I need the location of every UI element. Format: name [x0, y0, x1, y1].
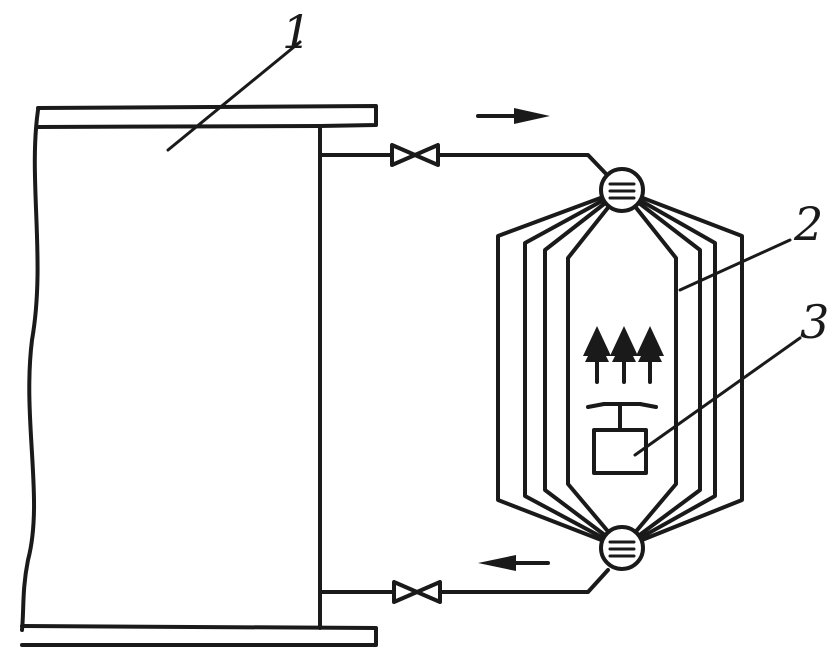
fin-tree-icons: [583, 326, 664, 384]
leader-lines: [166, 40, 802, 457]
fan-icon: [586, 402, 658, 475]
tank-bottom-flange: [20, 624, 378, 647]
return-pipe: [318, 555, 610, 604]
return-pipe-line: [318, 568, 610, 594]
radiator-loop-outer: [496, 188, 744, 550]
return-valve-icon: [392, 580, 442, 604]
supply-valve-icon: [390, 143, 440, 167]
bottom-header-icon: [599, 525, 645, 571]
tank-top-flange: [36, 104, 378, 129]
top-header-icon: [599, 167, 645, 213]
supply-flow-arrow-icon: [476, 108, 550, 124]
supply-pipe-line: [318, 153, 612, 180]
leader-line-3: [633, 336, 802, 457]
callout-2-label: 2: [793, 197, 823, 251]
fin-tree-icon: [610, 326, 638, 384]
supply-pipe: [318, 108, 612, 180]
tank-left-wall: [20, 108, 40, 632]
return-flow-arrow-icon: [478, 555, 550, 571]
fin-tree-icon: [636, 326, 664, 384]
fan-motor-box: [592, 428, 648, 475]
leader-line-1: [166, 40, 302, 152]
fin-tree-icon: [583, 326, 611, 384]
callout-1-label: 1: [282, 5, 311, 59]
callout-3-label: 3: [800, 295, 829, 349]
radiator-panels: [496, 188, 744, 550]
leader-line-2: [678, 238, 792, 292]
tank: [20, 104, 378, 647]
